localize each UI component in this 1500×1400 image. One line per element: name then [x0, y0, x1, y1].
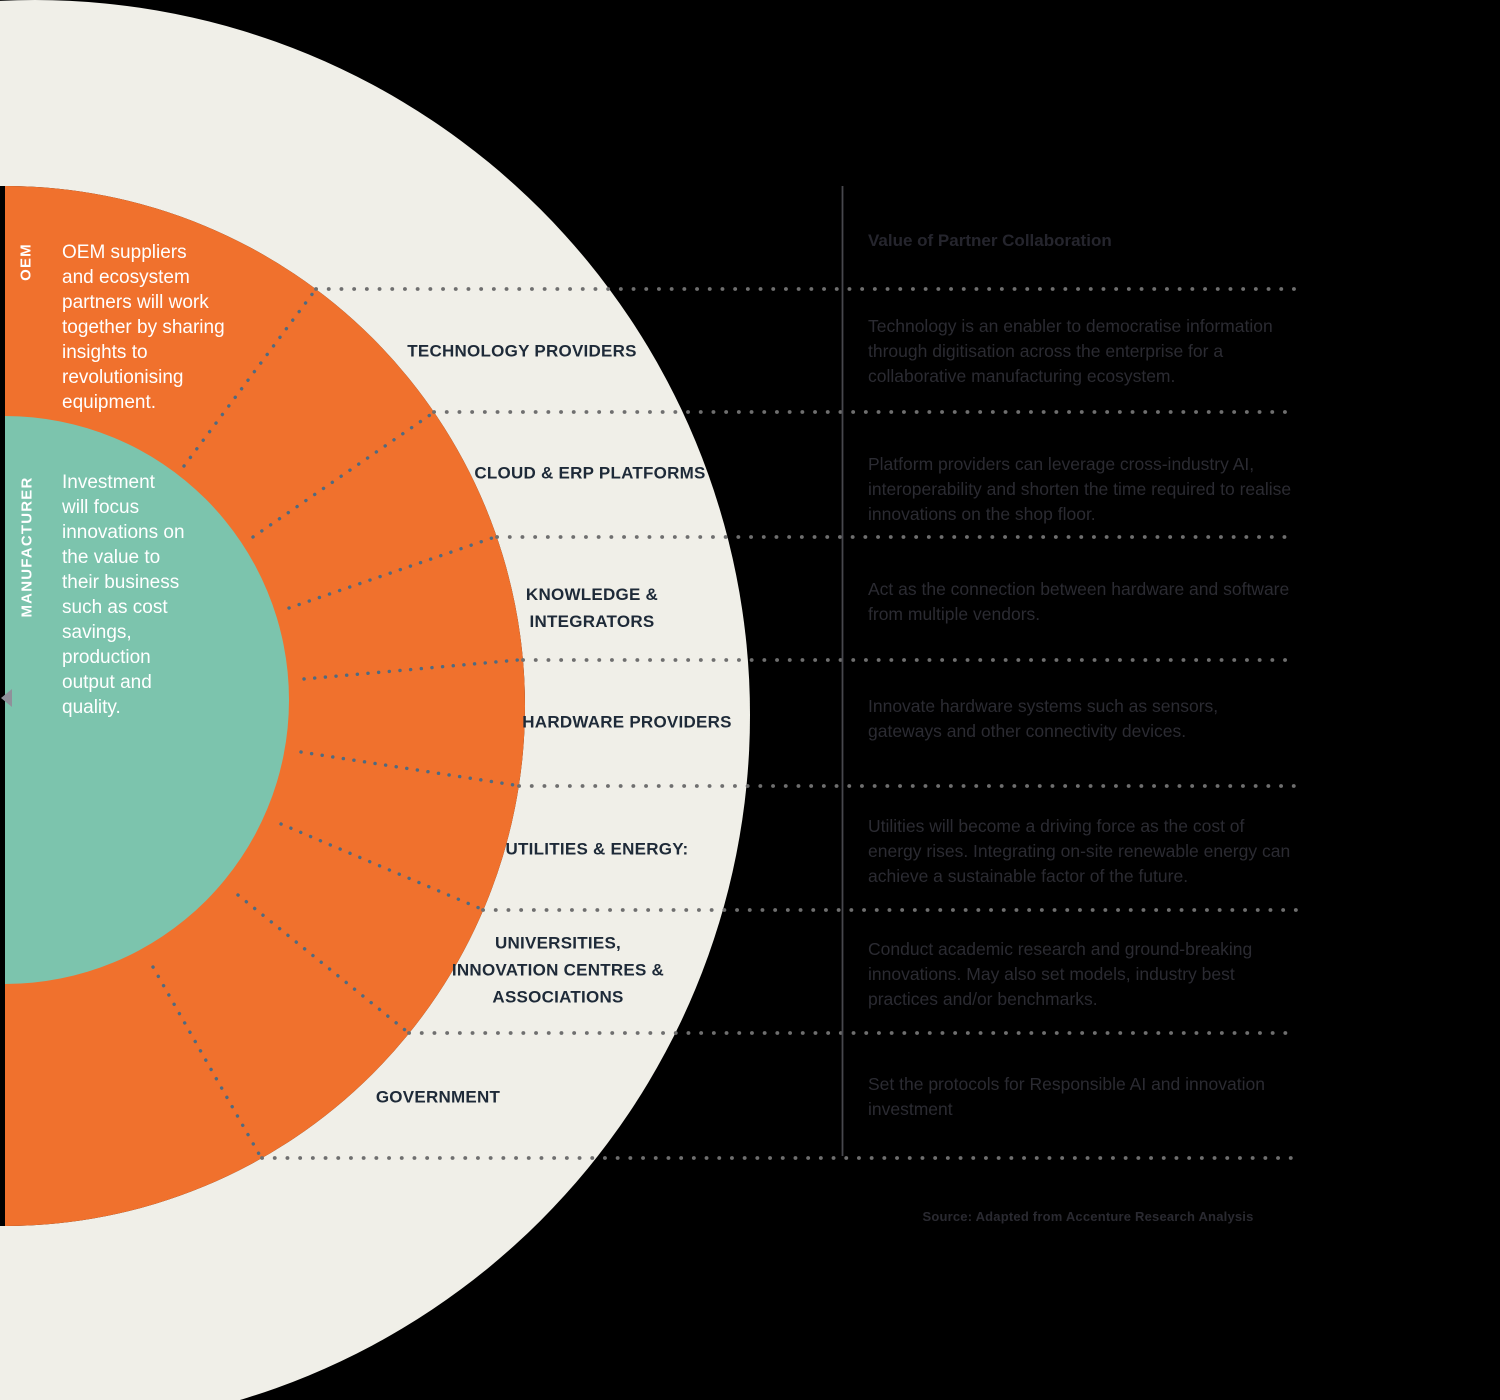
radial-divider — [302, 658, 520, 681]
radial-dividers — [151, 291, 520, 1156]
sector-label-universities-innovation-centres: UNIVERSITIES, INNOVATION CENTRES & ASSOC… — [451, 933, 665, 1007]
panel-title: Value of Partner Collaboration — [868, 231, 1112, 250]
radial-divider — [287, 536, 494, 610]
left-arrow-icon — [1, 689, 12, 707]
manufacturer-ring-label: MANUFACTURER — [18, 476, 36, 618]
sector-label-hardware-providers: HARDWARE PROVIDERS — [522, 712, 732, 732]
oem-ring-label: OEM — [17, 243, 35, 281]
description-knowledge-integrators: Act as the connection between hardware a… — [868, 579, 1290, 624]
sector-label-cloud-erp-platforms: CLOUD & ERP PLATFORMS — [474, 463, 706, 483]
description-universities-innovation-centres: Conduct academic research and ground-bre… — [868, 939, 1253, 1009]
radial-divider — [279, 822, 481, 910]
radial-divider — [151, 965, 261, 1156]
sector-label-government: GOVERNMENT — [375, 1087, 501, 1107]
source-attribution: Source: Adapted from Accenture Research … — [922, 1209, 1254, 1224]
radial-divider — [299, 750, 516, 787]
description-cloud-erp-platforms: Platform providers can leverage cross-in… — [868, 454, 1292, 524]
manufacturer-circle — [5, 416, 289, 984]
radial-divider — [251, 413, 432, 539]
description-technology-providers: Technology is an enabler to democratise … — [868, 316, 1273, 386]
radial-divider — [182, 291, 315, 468]
sector-label-knowledge-integrators: KNOWLEDGE & INTEGRATORS — [525, 585, 659, 631]
description-hardware-providers: Innovate hardware systems such as sensor… — [868, 696, 1219, 741]
manufacturer-ring-text: Investment will focus innovations on the… — [62, 472, 185, 718]
description-government: Set the protocols for Responsible AI and… — [868, 1074, 1265, 1119]
description-utilities-energy: Utilities will become a driving force as… — [868, 816, 1291, 886]
oem-ring-text: OEM suppliers and ecosystem partners wil… — [62, 242, 225, 413]
sector-boundary-lines — [260, 287, 1299, 1160]
sector-label-utilities-energy: UTILITIES & ENERGY: — [505, 839, 689, 859]
sector-label-technology-providers: TECHNOLOGY PROVIDERS — [407, 341, 637, 361]
radial-divider — [236, 893, 407, 1032]
